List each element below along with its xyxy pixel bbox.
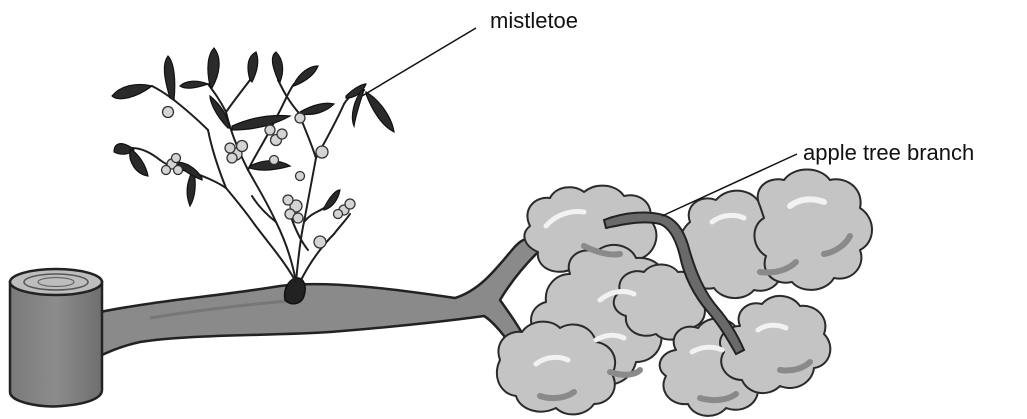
label-apple-tree-branch: apple tree branch <box>803 140 974 166</box>
mistletoe-leader-line <box>362 28 476 96</box>
mistletoe-leaf <box>187 172 195 206</box>
mistletoe-leaf <box>294 66 318 86</box>
mistletoe-leaf <box>112 84 152 98</box>
mistletoe-leaf <box>324 190 340 210</box>
mistletoe-leaf <box>272 52 282 82</box>
mistletoe-leaf <box>180 81 208 88</box>
mistletoe-leaf <box>248 52 258 82</box>
mistletoe-leaf <box>232 115 290 130</box>
mistletoe-leaf <box>366 92 394 132</box>
cut-branch-stump <box>10 269 102 406</box>
mistletoe-leaf <box>130 150 148 176</box>
label-mistletoe: mistletoe <box>490 8 578 34</box>
mistletoe-leaves <box>112 48 394 210</box>
mistletoe-leaf <box>208 48 219 88</box>
mistletoe-leaf <box>300 103 334 114</box>
main-branch <box>100 238 538 356</box>
